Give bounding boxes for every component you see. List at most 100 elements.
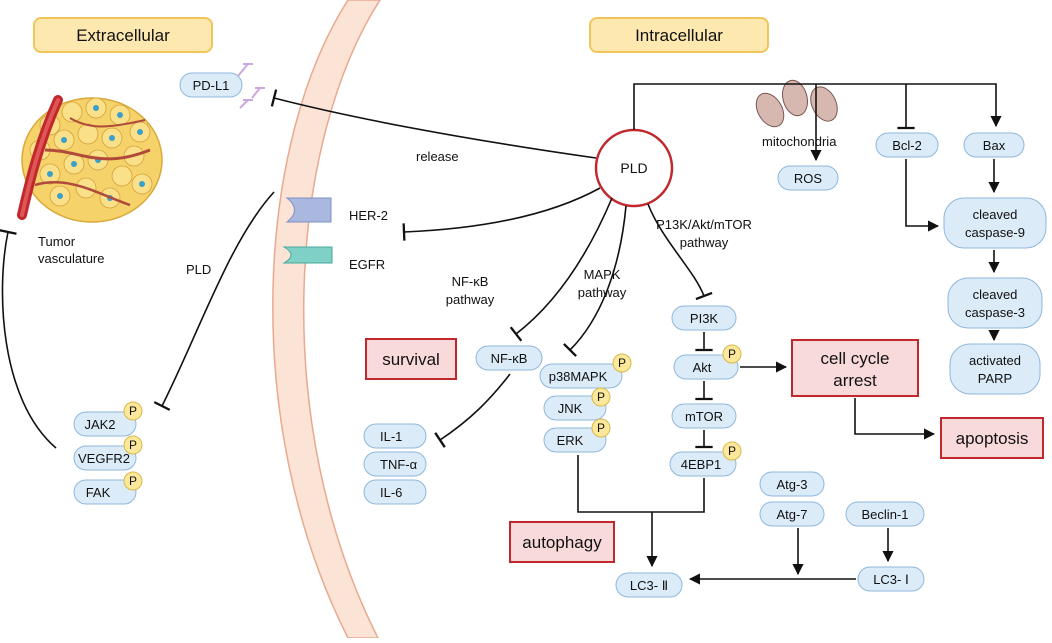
node-fak: FAK P: [73, 471, 143, 505]
svg-text:IL-6: IL-6: [380, 485, 402, 500]
node-vegfr2: VEGFR2 P: [73, 435, 143, 471]
edge-bcl2-to-caspase9: [905, 159, 940, 232]
node-cleaved-caspase-3: cleaved caspase-3: [947, 277, 1043, 329]
node-jak2: JAK2 P: [73, 401, 143, 437]
svg-text:Beclin-1: Beclin-1: [862, 507, 909, 522]
header-extracellular: Extracellular: [33, 17, 213, 53]
svg-text:FAK: FAK: [86, 485, 111, 500]
svg-text:PLD: PLD: [620, 160, 647, 176]
edge-pld-inhibits-pi3k: [647, 203, 713, 301]
node-egfr: EGFR: [349, 257, 385, 272]
svg-text:P: P: [129, 474, 137, 488]
node-mtor: mTOR: [671, 403, 737, 429]
svg-text:PI3K: PI3K: [690, 311, 719, 326]
svg-text:Atg-7: Atg-7: [776, 507, 807, 522]
outcome-cell-cycle-arrest: cell cycle arrest: [791, 339, 919, 397]
outcome-autophagy: autophagy: [509, 521, 615, 563]
svg-text:P: P: [129, 438, 137, 452]
mapk-pathway-label-2: pathway: [578, 285, 627, 300]
node-atg3: Atg-3: [759, 471, 825, 497]
pi3k-pathway-label-2: pathway: [680, 235, 729, 250]
svg-text:JAK2: JAK2: [84, 417, 115, 432]
mitochondria-icon: [755, 79, 838, 128]
svg-text:P: P: [129, 404, 137, 418]
svg-text:caspase-9: caspase-9: [965, 225, 1025, 240]
node-beclin1: Beclin-1: [845, 501, 925, 527]
node-cleaved-caspase-9: cleaved caspase-9: [943, 197, 1047, 249]
svg-text:apoptosis: apoptosis: [956, 429, 1029, 448]
outcome-apoptosis: apoptosis: [940, 417, 1044, 459]
node-lc3-i: LC3- Ⅰ: [857, 566, 925, 592]
svg-text:survival: survival: [382, 350, 440, 369]
node-4ebp1: 4EBP1 P: [669, 441, 742, 477]
svg-text:LC3- Ⅰ: LC3- Ⅰ: [873, 572, 909, 587]
edge-nfkb-inhibits-cytokines: [434, 373, 511, 448]
svg-text:Bcl-2: Bcl-2: [892, 138, 922, 153]
node-pi3k: PI3K: [671, 305, 737, 331]
svg-text:cleaved: cleaved: [973, 207, 1018, 222]
svg-text:P: P: [618, 356, 626, 370]
tumor-vasculature-label-1: Tumor: [38, 234, 76, 249]
svg-text:arrest: arrest: [833, 371, 877, 390]
mapk-pathway-label-1: MAPK: [584, 267, 621, 282]
node-erk: ERK P: [543, 418, 611, 453]
her2-receptor-icon: [285, 197, 332, 223]
edge-pld-inhibits-jak2: [153, 191, 275, 411]
node-her2: HER-2: [349, 208, 388, 223]
svg-text:ERK: ERK: [557, 433, 584, 448]
svg-text:P: P: [728, 347, 736, 361]
svg-text:IL-1: IL-1: [380, 429, 402, 444]
edge-4ebp1-to-autophagy: [652, 478, 705, 513]
svg-text:Extracellular: Extracellular: [76, 26, 170, 45]
svg-text:PD-L1: PD-L1: [193, 78, 230, 93]
svg-text:P: P: [728, 444, 736, 458]
node-ros: ROS: [777, 165, 839, 191]
svg-text:P: P: [597, 390, 605, 404]
svg-text:Atg-3: Atg-3: [776, 477, 807, 492]
edge-pld-inhibits-p38mapk: [563, 205, 627, 357]
node-activated-parp: activated PARP: [949, 343, 1041, 395]
node-bcl2: Bcl-2: [875, 132, 939, 158]
svg-text:mTOR: mTOR: [685, 409, 723, 424]
pd-l1-release-glyphs: [237, 63, 265, 109]
svg-text:Bax: Bax: [983, 138, 1006, 153]
svg-text:JNK: JNK: [558, 401, 583, 416]
svg-text:LC3- Ⅱ: LC3- Ⅱ: [630, 578, 668, 593]
svg-text:4EBP1: 4EBP1: [681, 457, 721, 472]
svg-text:P: P: [597, 421, 605, 435]
edge-cell-cycle-arrest-to-apoptosis: [854, 398, 936, 440]
node-bax: Bax: [963, 132, 1025, 158]
node-pd-l1: PD-L1: [179, 72, 243, 98]
edge-pld-inhibits-pd-l1: [270, 89, 597, 159]
edge-pld-inhibits-her2: [402, 187, 601, 241]
nfkb-pathway-label-1: NF-κB: [452, 274, 489, 289]
node-p38mapk: p38MAPK P: [539, 353, 632, 389]
svg-text:activated: activated: [969, 353, 1021, 368]
mitochondria-label: mitochondria: [762, 134, 837, 149]
tumor-vasculature-illustration: [17, 95, 163, 223]
node-il6: IL-6: [363, 479, 427, 505]
edges: [0, 83, 1002, 585]
svg-text:cleaved: cleaved: [973, 287, 1018, 302]
egfr-receptor-icon: [282, 246, 333, 264]
node-tnfa: TNF-α: [363, 451, 427, 477]
node-pld-center: PLD: [594, 128, 674, 208]
edge-pld-inhibits-nfkb: [509, 197, 613, 342]
svg-text:autophagy: autophagy: [522, 533, 602, 552]
outcome-survival: survival: [365, 338, 457, 380]
node-il1: IL-1: [363, 423, 427, 449]
node-atg7: Atg-7: [759, 501, 825, 527]
pi3k-pathway-label-1: P13K/Akt/mTOR: [656, 217, 752, 232]
header-intracellular: Intracellular: [589, 17, 769, 53]
svg-text:TNF-α: TNF-α: [380, 457, 418, 472]
node-nfkb: NF-κB: [475, 345, 543, 371]
svg-text:VEGFR2: VEGFR2: [78, 451, 130, 466]
svg-text:Akt: Akt: [693, 360, 712, 375]
svg-text:ROS: ROS: [794, 171, 823, 186]
node-lc3-ii: LC3- Ⅱ: [615, 572, 683, 598]
node-akt: Akt P: [673, 344, 742, 380]
svg-text:cell cycle: cell cycle: [821, 349, 890, 368]
svg-text:p38MAPK: p38MAPK: [549, 369, 608, 384]
